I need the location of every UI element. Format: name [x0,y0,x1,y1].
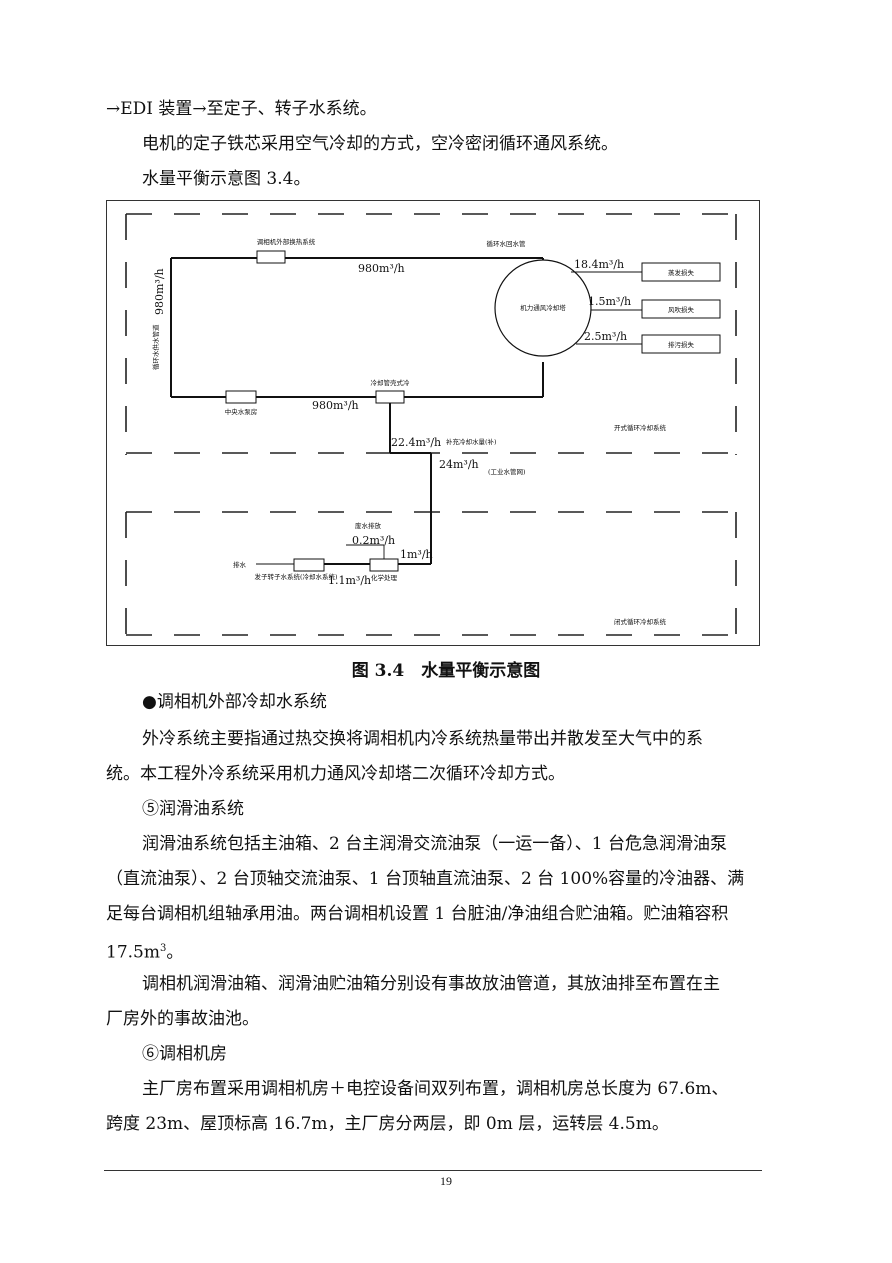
pump-label: 中央水泵房 [225,407,258,416]
text-line-11: 17.5m3。 [106,938,183,964]
text-line-12: 调相机润滑油箱、润滑油贮油箱分别设有事故放油管道，其放油排至布置在主 [142,974,720,994]
volume-value: 17.5m [106,942,160,963]
text-line-16: 跨度 23m、屋顶标高 16.7m，主厂房分两层，即 0m 层，运转层 4.5m… [106,1114,669,1134]
flow-wind: 1.5m³/h [588,295,631,308]
volume-end: 。 [166,942,184,963]
top-device-label: 调相机外部换热系统 [257,237,316,246]
loss-wind-label: 风吹损失 [668,305,695,314]
volume-unit-exponent: 3 [159,943,167,954]
text-line-6: 统。本工程外冷系统采用机力通风冷却塔二次循环冷却方式。 [106,764,565,784]
tower-label: 机力通风冷却塔 [520,303,566,312]
text-line-5: 外冷系统主要指通过热交换将调相机内冷系统热量带出并散发至大气中的系 [142,729,703,749]
heading-machine-room: ⑥调相机房 [142,1044,227,1064]
open-system-label: 开式循环冷却系统 [614,423,667,432]
flow-makeup: 22.4m³/h [391,436,441,449]
flow-left: 980m³/h [153,268,166,315]
page-number: 19 [440,1174,452,1188]
flow-evap: 18.4m³/h [574,258,624,271]
flow-in1: 1m³/h [400,548,433,561]
flow-blow: 2.5m³/h [584,330,627,343]
circ-pipe-label: 循环水回水管 [487,239,527,248]
loss-blow-label: 排污损失 [668,340,695,349]
left-pipe-label: 循环水供水管道 [151,324,160,370]
text-line-2: 电机的定子铁芯采用空气冷却的方式，空冷密闭循环通风系统。 [142,134,618,154]
water-balance-diagram: 机力通风冷却塔 蒸发损失 风吹损失 排污损失 18.4m³/h 1.5m³/h … [106,200,760,646]
text-line-13: 厂房外的事故油池。 [106,1009,259,1029]
text-line-10: 足每台调相机组轴承用油。两台调相机设置 1 台脏油/净油组合贮油箱。贮油箱容积 [106,904,729,924]
closed-system-label: 闭式循环冷却系统 [614,617,667,626]
text-line-9: （直流油泵）、2 台顶轴交流油泵、1 台顶轴直流油泵、2 台 100%容量的冷油… [106,869,745,889]
stator-system-label: 发子转子水系统(冷却水系统) [254,572,338,581]
wastewater-label: 废水排放 [355,521,382,530]
makeup-label: 补充冷却水量(补) [446,437,497,446]
flow-out1: 1.1m³/h [328,574,371,587]
text-line-3: 水量平衡示意图 3.4。 [142,169,311,189]
flow-bottom: 980m³/h [312,399,359,412]
text-line-1: →EDI 装置→至定子、转子水系统。 [106,99,377,119]
footer-rule [104,1170,762,1171]
flow-top: 980m³/h [358,262,405,275]
flow-industrial: 24m³/h [439,458,479,471]
text-line-15: 主厂房布置采用调相机房＋电控设备间双列布置，调相机房总长度为 67.6m、 [142,1079,729,1099]
heading-external-cooling: ●调相机外部冷却水系统 [142,692,327,712]
treatment-label: 化学处理 [371,573,398,582]
heading-lubrication: ⑤润滑油系统 [142,799,244,819]
loss-evap-label: 蒸发损失 [668,268,695,277]
text-line-8: 润滑油系统包括主油箱、2 台主润滑交流油泵（一运一备）、1 台危急润滑油泵 [142,834,727,854]
flow-waste: 0.2m³/h [352,534,395,547]
industrial-label: (工业水管网) [488,467,526,476]
cooler-label: 冷却管壳式冷 [371,378,411,387]
drain-label: 排水 [233,560,247,569]
figure-caption: 图 3.4 水量平衡示意图 [351,661,541,681]
